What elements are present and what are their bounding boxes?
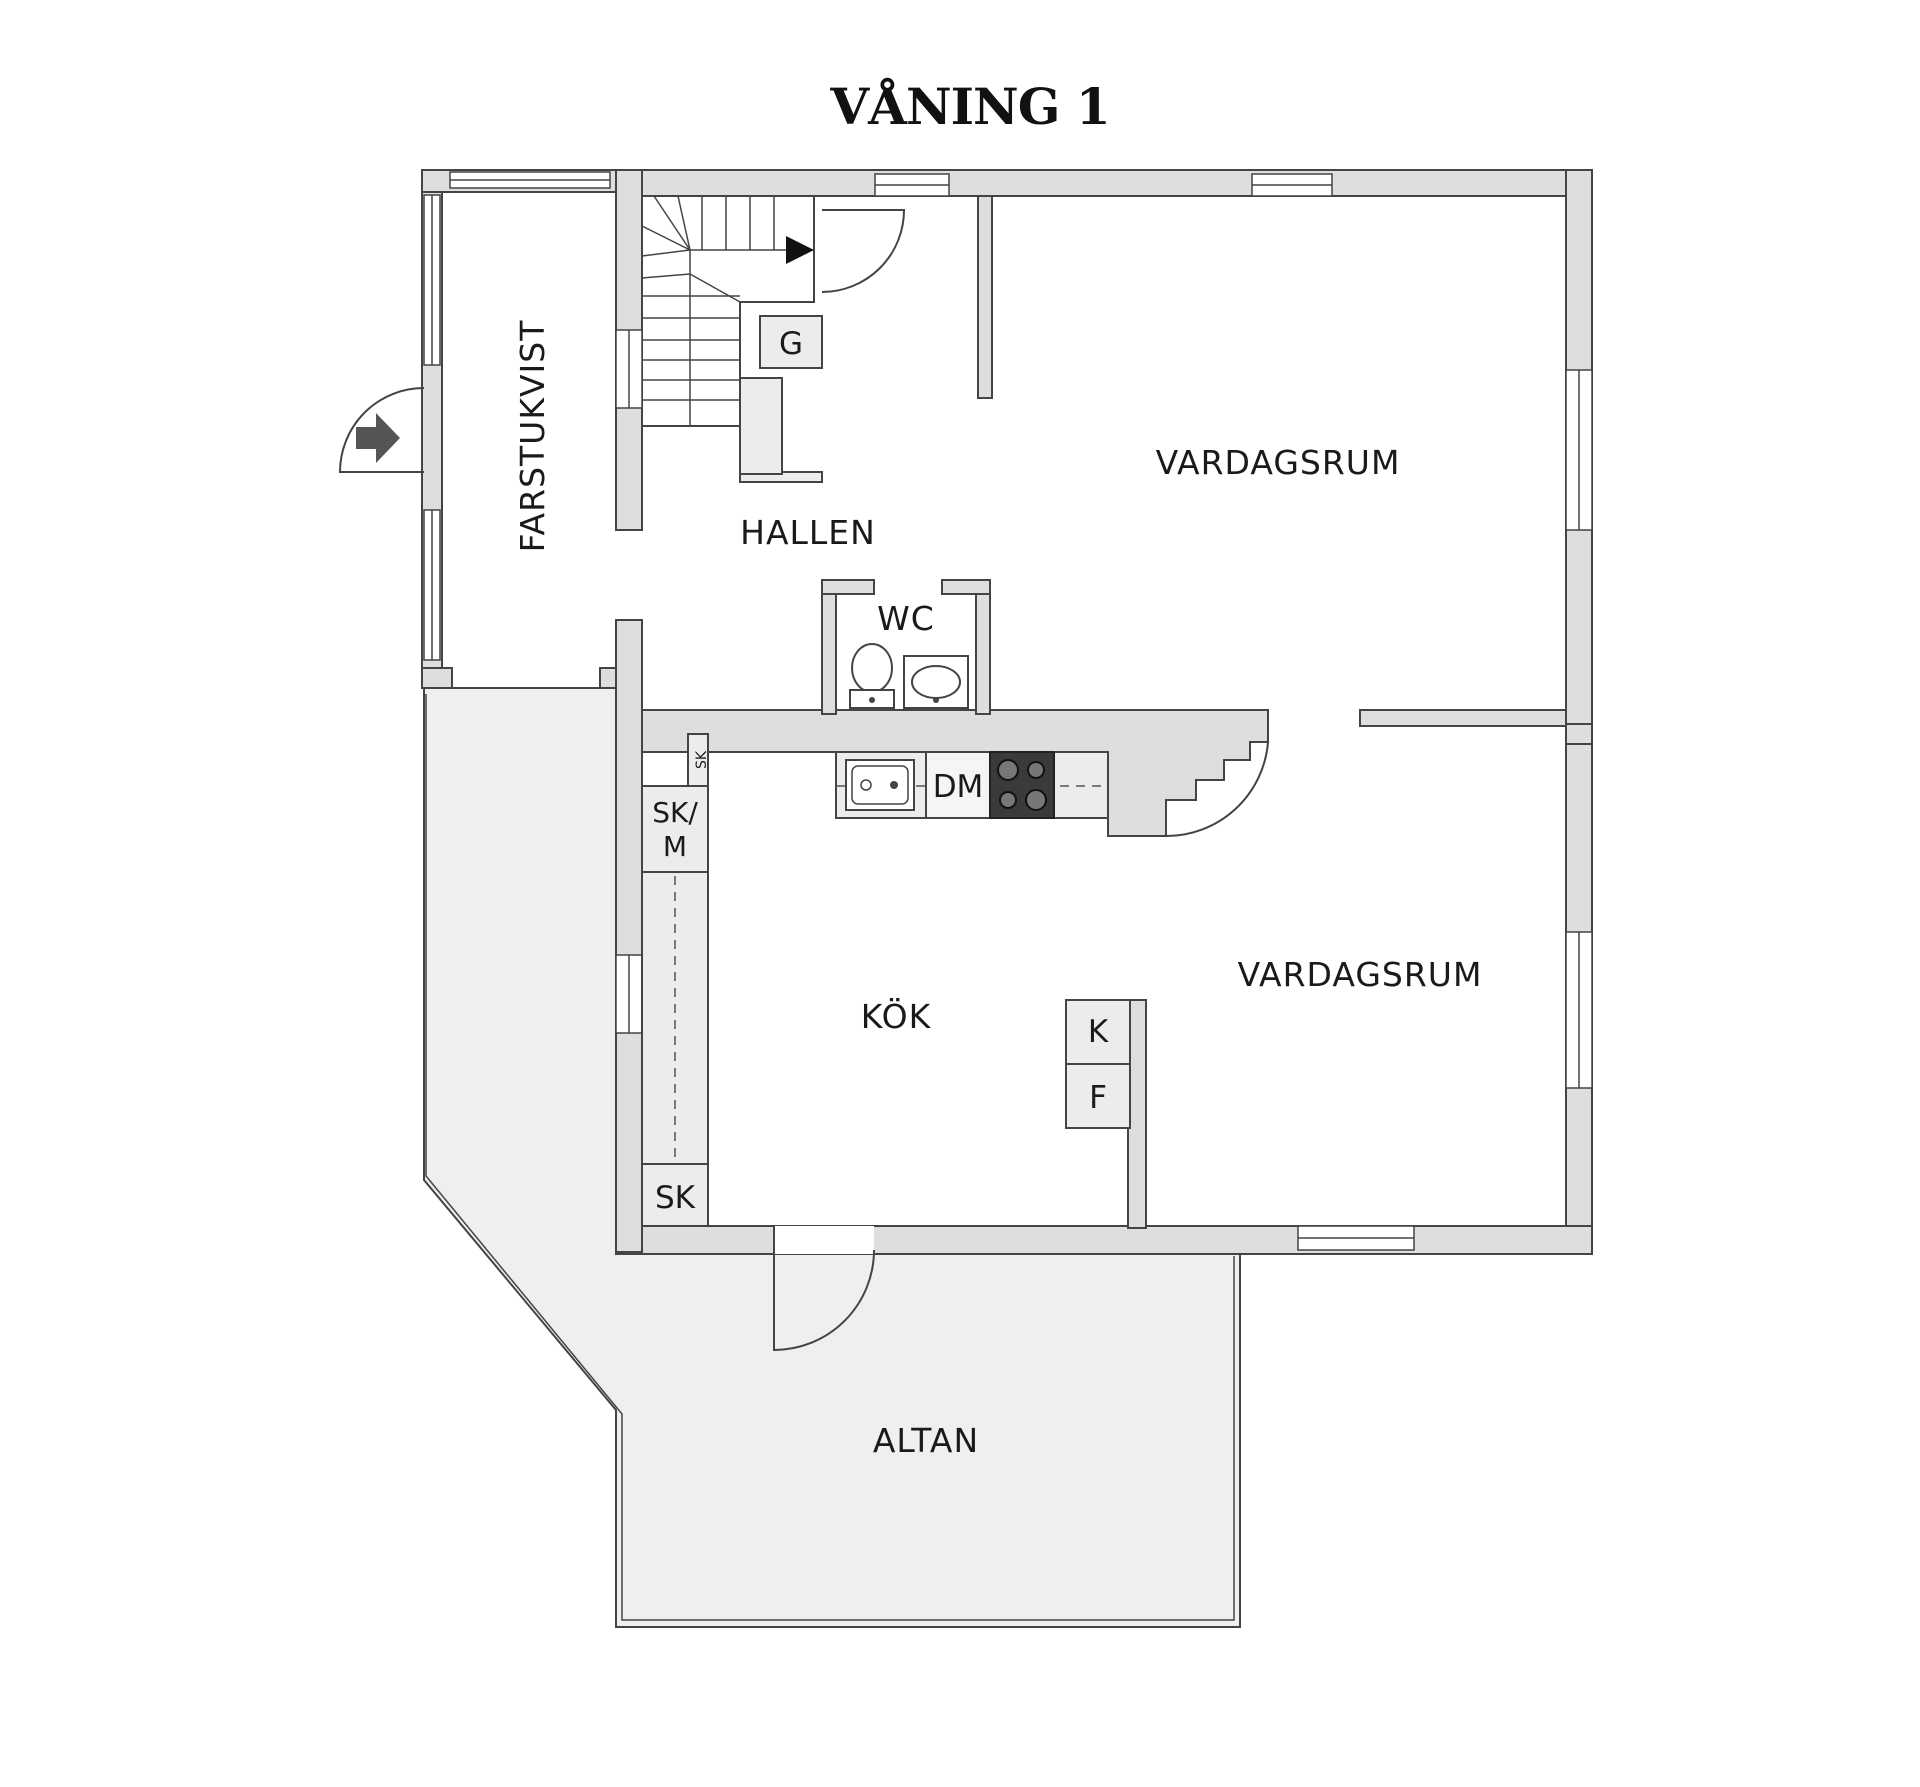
entry-door <box>338 387 425 473</box>
room-label-farstukvist: FARSTUKVIST <box>513 320 552 553</box>
room-label-altan: ALTAN <box>873 1421 979 1460</box>
room-label-vardagsrum-lower: VARDAGSRUM <box>1238 955 1483 994</box>
room-label-hallen: HALLEN <box>740 513 876 552</box>
arrow-right-icon <box>786 236 814 264</box>
arrow-right-icon <box>356 413 400 463</box>
room-label-wc: WC <box>877 599 935 638</box>
sk-m-label-line2: M <box>663 830 687 863</box>
stove-icon <box>989 751 1055 819</box>
windows <box>423 171 1593 1251</box>
altan-deck-edge <box>425 694 1235 1621</box>
staircase <box>641 195 823 483</box>
g-cabinet <box>759 315 823 369</box>
k-label: K <box>1088 1014 1109 1050</box>
kitchen-counter: DM <box>835 751 1109 819</box>
g-label: G <box>779 326 803 362</box>
wc-fixtures <box>849 643 969 709</box>
sk-m-label-line1: SK/ <box>652 796 698 829</box>
sk-bottom-label: SK <box>655 1180 696 1216</box>
stair-door <box>821 209 906 293</box>
sink-icon <box>845 759 915 811</box>
toilet-icon <box>849 643 895 709</box>
fridge-freezer: K F <box>1065 999 1131 1129</box>
fireplace-steps <box>1166 742 1251 801</box>
floor-title: VÅNING 1 <box>829 77 1109 136</box>
sk-small-label: SK <box>694 750 710 769</box>
kitchen-left-cabinets: SK SK/ M SK <box>641 733 710 1227</box>
room-label-kok: KÖK <box>861 996 932 1036</box>
terrace-door <box>773 1226 875 1352</box>
washbasin-icon <box>903 655 969 709</box>
room-label-vardagsrum-upper: VARDAGSRUM <box>1156 443 1401 482</box>
fireplace-opening <box>1165 741 1269 838</box>
dm-label: DM <box>933 769 984 805</box>
f-label: F <box>1089 1080 1107 1116</box>
